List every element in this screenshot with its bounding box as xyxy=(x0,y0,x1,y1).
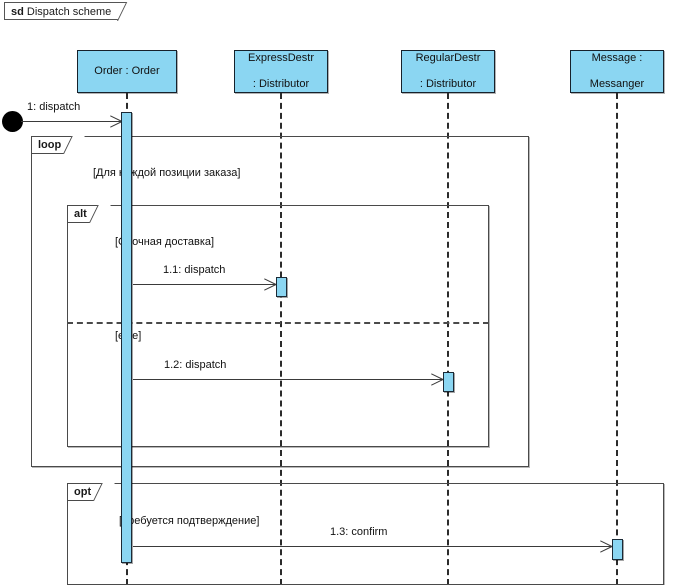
message-1-label: 1: dispatch xyxy=(27,101,81,113)
lifeline-expressdestr-line2: : Distributor xyxy=(252,78,310,90)
fragment-loop-guard: [Для каждой позиции заказа] xyxy=(93,167,241,179)
message-1-1-label: 1.1: dispatch xyxy=(163,264,226,276)
lifeline-order-line1: Order : Order xyxy=(94,65,160,77)
message-1-3-line xyxy=(133,546,612,547)
fragment-loop-operator-label: loop xyxy=(32,136,85,154)
message-1-3-label: 1.3: confirm xyxy=(330,526,388,538)
message-1-2-arrowhead xyxy=(430,379,444,393)
lifeline-messenger-line1: Message : xyxy=(591,52,643,64)
fragment-loop-corner xyxy=(63,136,85,154)
fragment-loop-operator-text: loop xyxy=(38,139,62,151)
lifeline-messenger xyxy=(616,93,618,585)
fragment-alt-operator-label: alt xyxy=(68,205,111,223)
lifeline-regulardestr-line2: : Distributor xyxy=(419,78,477,90)
fragment-alt-corner xyxy=(88,205,111,223)
message-1-3-arrowhead xyxy=(599,546,613,560)
fragment-alt-guard-1: [Срочная доставка] xyxy=(115,236,215,248)
frame-kind-label: sd xyxy=(11,6,24,18)
fragment-opt-operator-label: opt xyxy=(68,483,115,501)
fragment-alt-operator-text: alt xyxy=(74,208,87,220)
lifeline-messenger-line2: Messanger xyxy=(589,78,645,90)
lifeline-head-regulardestr[interactable]: RegularDestr : Distributor xyxy=(401,50,495,93)
message-1-2-label: 1.2: dispatch xyxy=(164,359,227,371)
frame-title: Dispatch scheme xyxy=(26,6,112,18)
activation-regulardestr[interactable] xyxy=(443,372,454,392)
diagram-frame-tag: sd Dispatch scheme xyxy=(4,2,142,21)
lifeline-head-expressdestr[interactable]: ExpressDestr : Distributor xyxy=(234,50,328,93)
lifeline-expressdestr-line1: ExpressDestr xyxy=(247,52,315,64)
lifeline-regulardestr xyxy=(447,93,449,585)
message-1-2-line xyxy=(133,379,443,380)
message-1-1-arrowhead xyxy=(263,284,277,298)
fragment-opt-guard: [Требуется подтверждение] xyxy=(119,515,260,527)
fragment-alt[interactable]: alt xyxy=(67,205,489,447)
activation-messenger[interactable] xyxy=(612,539,623,560)
message-1-line xyxy=(21,121,122,122)
fragment-loop[interactable]: loop xyxy=(31,136,529,467)
fragment-alt-divider xyxy=(67,322,489,324)
lifeline-expressdestr xyxy=(280,93,282,585)
activation-expressdestr[interactable] xyxy=(276,277,287,297)
message-1-1-line xyxy=(133,284,275,285)
fragment-opt-corner xyxy=(93,483,115,501)
fragment-opt-operator-text: opt xyxy=(74,486,92,498)
lifeline-head-order[interactable]: Order : Order xyxy=(77,50,177,93)
lifeline-regulardestr-line1: RegularDestr xyxy=(415,52,481,64)
lifeline-head-messenger[interactable]: Message : Messanger xyxy=(570,50,664,93)
start-node xyxy=(2,111,23,132)
activation-order[interactable] xyxy=(121,112,132,563)
frame-tag-corner xyxy=(117,2,142,21)
